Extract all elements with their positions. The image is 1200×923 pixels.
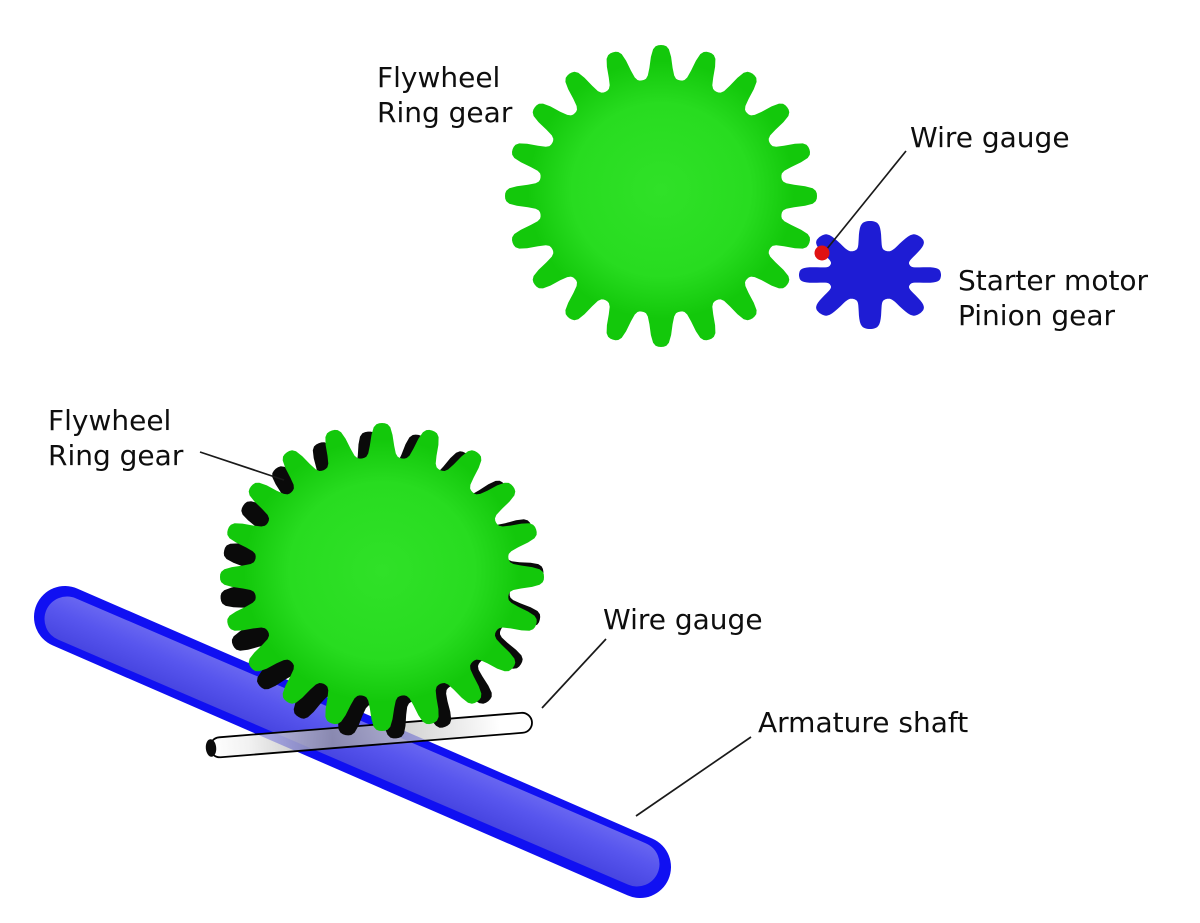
starter-pinion-gear-shape bbox=[799, 221, 941, 329]
flywheel-ring-gear-bottom-shape bbox=[220, 423, 544, 731]
top-wire-gauge-label: Wire gauge bbox=[910, 121, 1070, 154]
bottom-flywheel-label-line1: Flywheel bbox=[48, 404, 172, 437]
armature-shaft-leader-line bbox=[635, 736, 752, 817]
armature-shaft-label: Armature shaft bbox=[758, 706, 969, 739]
wire-gauge-rod-open-end bbox=[205, 739, 217, 757]
starter-motor-pinion-gear-label: Starter motor Pinion gear bbox=[958, 263, 1148, 333]
wire-gauge-dot bbox=[814, 245, 830, 261]
flywheel-ring-gear-top-shape bbox=[505, 45, 817, 347]
wire-gauge-rod bbox=[205, 711, 533, 759]
starter-label-line1: Starter motor bbox=[958, 264, 1149, 297]
flywheel-leader-line bbox=[199, 451, 285, 481]
top-flywheel-label-line1: Flywheel bbox=[377, 61, 501, 94]
bottom-flywheel-label-line2: Ring gear bbox=[48, 439, 184, 472]
bottom-flywheel-ring-gear-label: Flywheel Ring gear bbox=[48, 403, 183, 473]
bottom-wire-gauge-label: Wire gauge bbox=[603, 603, 763, 636]
bottom-figure bbox=[34, 423, 752, 898]
top-figure bbox=[505, 45, 941, 347]
starter-label-line2: Pinion gear bbox=[958, 299, 1116, 332]
wire-gauge-leader-line-bottom bbox=[541, 638, 607, 709]
top-flywheel-ring-gear-label: Flywheel Ring gear bbox=[377, 60, 512, 130]
top-flywheel-label-line2: Ring gear bbox=[377, 96, 513, 129]
wire-gauge-leader-line-top bbox=[825, 150, 907, 251]
